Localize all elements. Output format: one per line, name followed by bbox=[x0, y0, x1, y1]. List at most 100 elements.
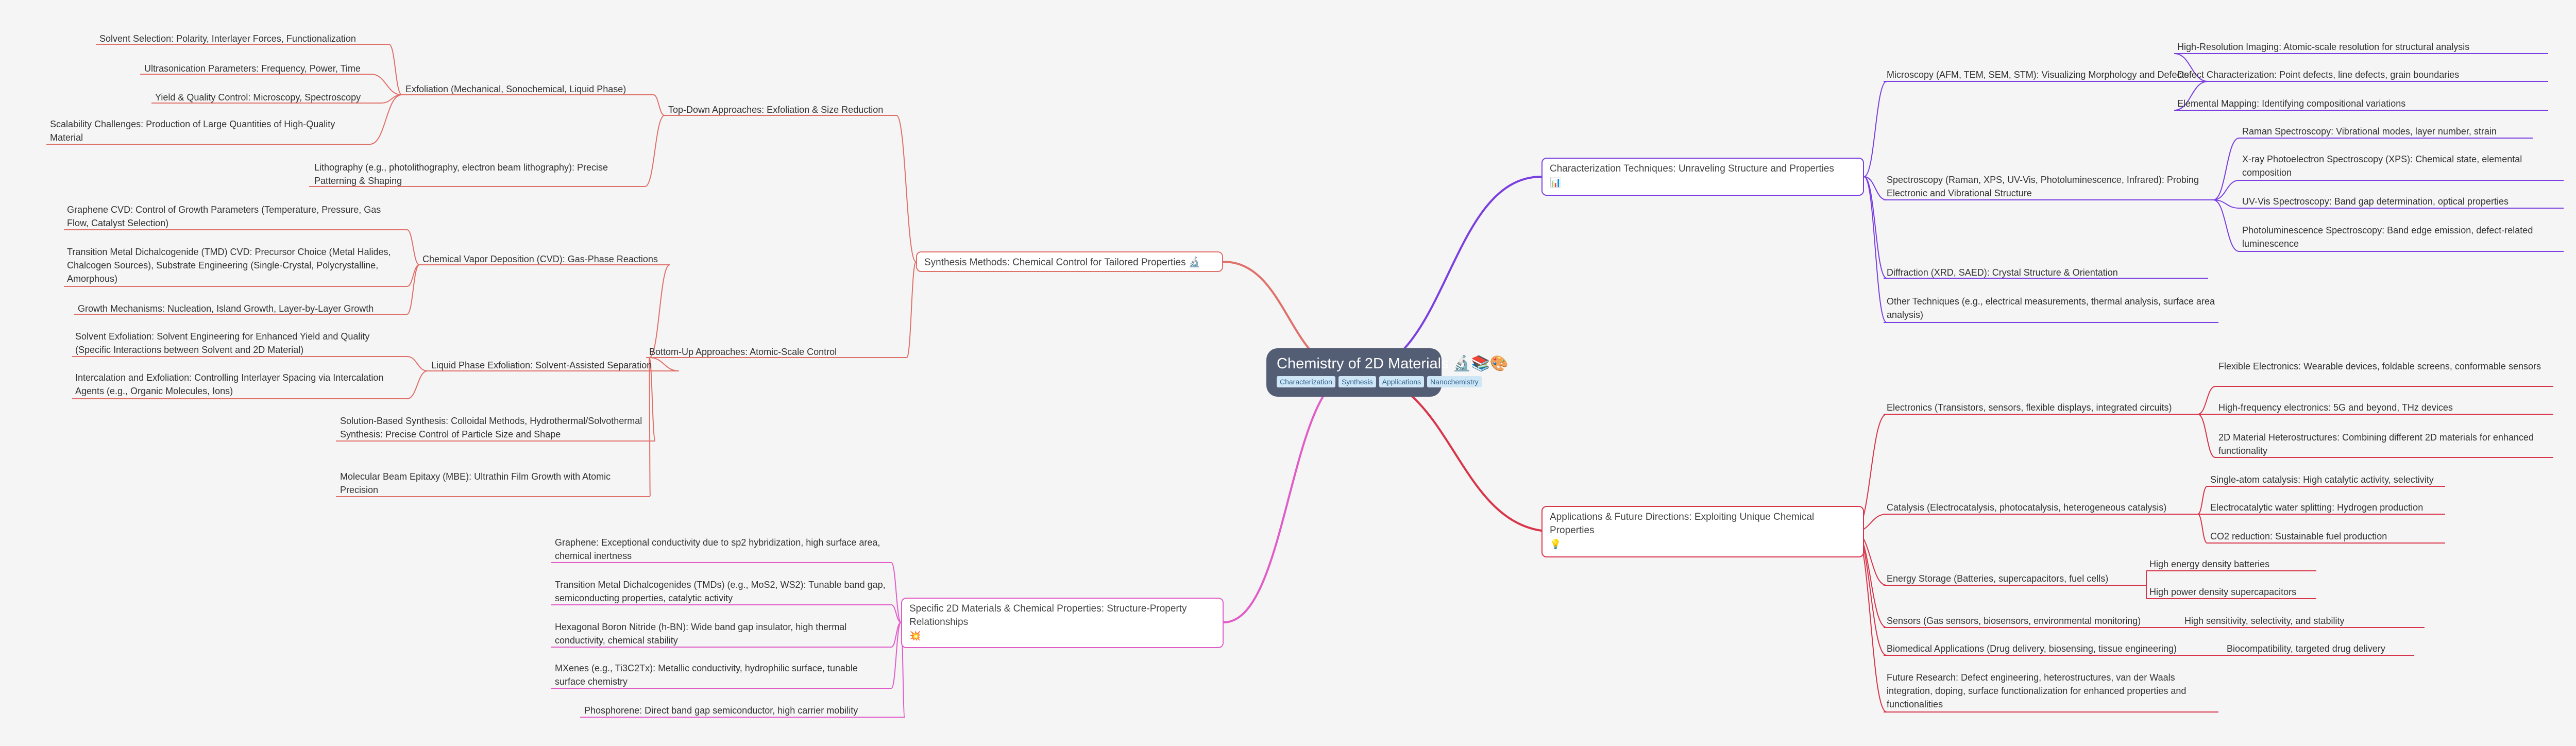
node-solution-synthesis[interactable]: Solution-Based Synthesis: Colloidal Meth… bbox=[340, 416, 642, 439]
node-spectroscopy[interactable]: Spectroscopy (Raman, XPS, UV-Vis, Photol… bbox=[1887, 175, 2199, 198]
connector-line bbox=[406, 229, 420, 265]
node-mbe[interactable]: Molecular Beam Epitaxy (MBE): Ultrathin … bbox=[340, 471, 611, 495]
node-cvd[interactable]: Chemical Vapor Deposition (CVD): Gas-Pha… bbox=[422, 254, 658, 264]
leaf-intercalation[interactable]: Intercalation and Exfoliation: Controlli… bbox=[75, 372, 384, 396]
connector-line bbox=[1863, 176, 1887, 200]
connector-line bbox=[891, 604, 902, 623]
leaf-mxenes[interactable]: MXenes (e.g., Ti3C2Tx): Metallic conduct… bbox=[555, 663, 858, 687]
connector-line bbox=[1863, 176, 1887, 279]
root-tags: Characterization Synthesis Applications … bbox=[1277, 376, 1482, 387]
explosion-icon: 💥 bbox=[909, 631, 921, 641]
leaf-high-res-imaging[interactable]: High-Resolution Imaging: Atomic-scale re… bbox=[2177, 42, 2470, 52]
node-future-research[interactable]: Future Research: Defect engineering, het… bbox=[1887, 672, 2187, 709]
leaf-xps[interactable]: X-ray Photoelectron Spectroscopy (XPS): … bbox=[2242, 154, 2522, 178]
leaf-growth-mechanisms[interactable]: Growth Mechanisms: Nucleation, Island Gr… bbox=[78, 303, 374, 314]
leaf-water-splitting[interactable]: Electrocatalytic water splitting: Hydrog… bbox=[2210, 502, 2424, 513]
leaf-co2-reduction[interactable]: CO2 reduction: Sustainable fuel producti… bbox=[2210, 531, 2387, 541]
connector-line bbox=[369, 94, 402, 145]
tag-applications[interactable]: Applications bbox=[1379, 376, 1425, 387]
leaf-raman[interactable]: Raman Spectroscopy: Vibrational modes, l… bbox=[2242, 126, 2497, 137]
leaf-flexible-electronics[interactable]: Flexible Electronics: Wearable devices, … bbox=[2218, 361, 2541, 371]
chart-icon: 📊 bbox=[1550, 177, 1562, 188]
node-lithography[interactable]: Lithography (e.g., photolithography, ele… bbox=[314, 162, 608, 186]
leaf-solvent-selection[interactable]: Solvent Selection: Polarity, Interlayer … bbox=[99, 33, 356, 44]
branch-synthesis-label: Synthesis Methods: Chemical Control for … bbox=[924, 257, 1201, 268]
leaf-elemental-mapping[interactable]: Elemental Mapping: Identifying compositi… bbox=[2177, 98, 2406, 109]
connector-line bbox=[1863, 81, 1887, 177]
node-diffraction[interactable]: Diffraction (XRD, SAED): Crystal Structu… bbox=[1887, 267, 2118, 278]
connector-line bbox=[906, 261, 917, 358]
branch-applications-label: Applications & Future Directions: Exploi… bbox=[1550, 512, 1815, 536]
node-energy-storage[interactable]: Energy Storage (Batteries, supercapacito… bbox=[1887, 573, 2109, 584]
node-top-down[interactable]: Top-Down Approaches: Exfoliation & Size … bbox=[668, 105, 884, 115]
connector-line bbox=[896, 115, 917, 262]
connector-line bbox=[649, 264, 670, 358]
leaf-solvent-exfoliation[interactable]: Solvent Exfoliation: Solvent Engineering… bbox=[75, 331, 370, 355]
connector-line bbox=[370, 74, 402, 95]
tag-nanochemistry[interactable]: Nanochemistry bbox=[1427, 376, 1482, 387]
connector-line bbox=[2174, 81, 2209, 111]
connector-line bbox=[2213, 180, 2240, 200]
connector-line bbox=[891, 562, 902, 623]
leaf-high-frequency[interactable]: High-frequency electronics: 5G and beyon… bbox=[2218, 402, 2453, 413]
node-biomedical[interactable]: Biomedical Applications (Drug delivery, … bbox=[1887, 643, 2177, 654]
branch-characterization-label: Characterization Techniques: Unraveling … bbox=[1550, 163, 1835, 174]
connector-line bbox=[406, 264, 420, 287]
leaf-biocompatibility[interactable]: Biocompatibility, targeted drug delivery bbox=[2227, 643, 2385, 654]
leaf-defect-characterization[interactable]: Defect Characterization: Point defects, … bbox=[2177, 70, 2460, 80]
leaf-tmds[interactable]: Transition Metal Dichalcogenides (TMDs) … bbox=[555, 580, 886, 603]
leaf-scalability[interactable]: Scalability Challenges: Production of La… bbox=[50, 119, 335, 143]
tag-characterization[interactable]: Characterization bbox=[1277, 376, 1335, 387]
leaf-high-power-supercaps[interactable]: High power density supercapacitors bbox=[2149, 587, 2297, 597]
leaf-photoluminescence[interactable]: Photoluminescence Spectroscopy: Band edg… bbox=[2242, 225, 2533, 249]
leaf-tmd-cvd[interactable]: Transition Metal Dichalcogenide (TMD) CV… bbox=[67, 247, 391, 284]
branch-characterization[interactable]: Characterization Techniques: Unraveling … bbox=[1541, 158, 1864, 196]
node-bottom-up[interactable]: Bottom-Up Approaches: Atomic-Scale Contr… bbox=[649, 347, 837, 357]
leaf-high-energy-batteries[interactable]: High energy density batteries bbox=[2149, 559, 2270, 569]
leaf-uv-vis[interactable]: UV-Vis Spectroscopy: Band gap determinat… bbox=[2242, 196, 2509, 207]
root-to-applications bbox=[1353, 372, 1555, 533]
node-other-techniques[interactable]: Other Techniques (e.g., electrical measu… bbox=[1887, 296, 2215, 320]
leaf-sensitivity[interactable]: High sensitivity, selectivity, and stabi… bbox=[2184, 616, 2345, 626]
connector-line bbox=[2174, 53, 2209, 82]
node-electronics[interactable]: Electronics (Transistors, sensors, flexi… bbox=[1887, 402, 2172, 413]
leaf-single-atom[interactable]: Single-atom catalysis: High catalytic ac… bbox=[2210, 474, 2434, 485]
connector-line bbox=[649, 357, 651, 497]
connector-line bbox=[2197, 386, 2216, 415]
connector-line bbox=[2213, 138, 2240, 200]
branch-synthesis[interactable]: Synthesis Methods: Chemical Control for … bbox=[916, 251, 1223, 272]
root-to-specific bbox=[1223, 372, 1354, 623]
connector-line bbox=[653, 94, 665, 116]
root-topic[interactable]: Chemistry of 2D Materials 🔬📚🎨 Characteri… bbox=[1266, 348, 1509, 397]
leaf-heterostructures[interactable]: 2D Material Heterostructures: Combining … bbox=[2218, 432, 2534, 456]
connector-line bbox=[406, 370, 428, 399]
node-microscopy[interactable]: Microscopy (AFM, TEM, SEM, STM): Visuali… bbox=[1887, 70, 2189, 80]
connector-line bbox=[406, 356, 428, 371]
node-sensors[interactable]: Sensors (Gas sensors, biosensors, enviro… bbox=[1887, 616, 2141, 626]
connector-line bbox=[2197, 486, 2208, 515]
node-lpe[interactable]: Liquid Phase Exfoliation: Solvent-Assist… bbox=[431, 360, 652, 370]
leaf-hbn[interactable]: Hexagonal Boron Nitride (h-BN): Wide ban… bbox=[555, 622, 847, 646]
connector-line bbox=[2213, 199, 2240, 209]
branch-applications[interactable]: Applications & Future Directions: Exploi… bbox=[1541, 506, 1864, 557]
branch-specific-label: Specific 2D Materials & Chemical Propert… bbox=[909, 603, 1187, 628]
lightbulb-icon: 💡 bbox=[1550, 539, 1562, 549]
leaf-graphene-cvd[interactable]: Graphene CVD: Control of Growth Paramete… bbox=[67, 205, 381, 228]
connector-line bbox=[406, 264, 420, 315]
node-exfoliation[interactable]: Exfoliation (Mechanical, Sonochemical, L… bbox=[405, 84, 626, 94]
tag-synthesis[interactable]: Synthesis bbox=[1338, 376, 1376, 387]
leaf-yield-quality[interactable]: Yield & Quality Control: Microscopy, Spe… bbox=[155, 92, 361, 103]
leaf-ultrasonication[interactable]: Ultrasonication Parameters: Frequency, P… bbox=[144, 63, 361, 74]
connector-line bbox=[649, 357, 656, 442]
connector-line bbox=[2197, 514, 2208, 544]
connector-line bbox=[2197, 414, 2216, 458]
connector-line bbox=[388, 44, 402, 95]
branch-specific-materials[interactable]: Specific 2D Materials & Chemical Propert… bbox=[901, 598, 1224, 648]
root-title: Chemistry of 2D Materials 🔬📚🎨 bbox=[1277, 355, 1509, 372]
leaf-graphene[interactable]: Graphene: Exceptional conductivity due t… bbox=[555, 537, 880, 561]
connector-line bbox=[891, 622, 902, 689]
node-catalysis[interactable]: Catalysis (Electrocatalysis, photocataly… bbox=[1887, 502, 2167, 513]
leaf-phosphorene[interactable]: Phosphorene: Direct band gap semiconduct… bbox=[584, 705, 858, 716]
connector-line bbox=[2213, 199, 2240, 252]
